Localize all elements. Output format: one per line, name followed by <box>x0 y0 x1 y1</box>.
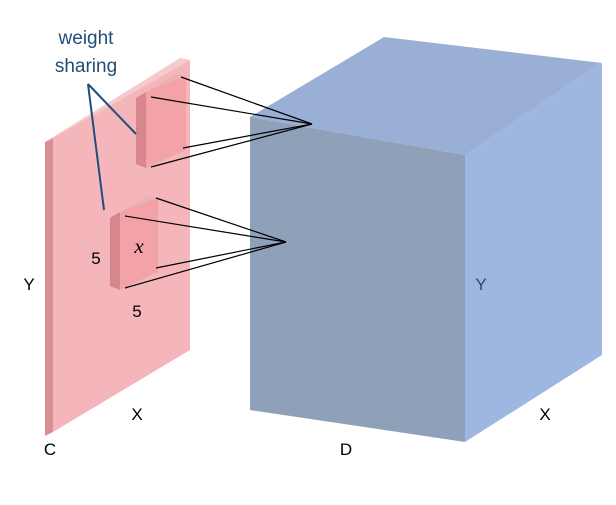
connection-lines <box>124 76 313 289</box>
connection-line <box>150 96 313 125</box>
input-height-label: Y <box>23 275 34 294</box>
filter-upper-front-face <box>146 76 186 168</box>
output-volume-top <box>250 37 602 155</box>
output-volume-front <box>250 117 465 442</box>
output-depth-label: D <box>340 440 352 459</box>
connection-line <box>155 241 287 269</box>
filter-lower-front-face <box>120 198 158 290</box>
output-width-label: X <box>539 405 550 424</box>
input-depth-label: C <box>44 440 56 459</box>
connection-line <box>124 241 287 289</box>
pointer-line <box>87 83 137 135</box>
input-volume-top <box>45 58 190 142</box>
filter-block-lower <box>110 196 158 290</box>
connection-line <box>155 197 287 243</box>
filter-block-upper <box>136 74 186 168</box>
filter-height-label: 5 <box>91 249 100 268</box>
connection-line <box>180 76 313 125</box>
connection-line <box>182 123 313 149</box>
filter-symbol: x <box>133 234 144 258</box>
annotation-weight: weight <box>58 28 115 49</box>
filter-lower-left-face <box>110 212 120 290</box>
weight-sharing-pointers <box>87 83 137 211</box>
output-volume-side <box>465 63 602 442</box>
connection-line <box>150 123 313 168</box>
input-width-label: X <box>131 405 142 424</box>
input-volume-edge <box>45 138 53 436</box>
filter-lower-top-face <box>110 196 158 218</box>
output-volume <box>250 37 602 442</box>
filter-width-label: 5 <box>132 302 141 321</box>
filter-upper-left-face <box>136 92 146 168</box>
output-height-label: Y <box>475 275 486 294</box>
connection-line <box>124 215 287 243</box>
pointer-line <box>87 83 105 211</box>
annotation-sharing: sharing <box>55 56 117 77</box>
